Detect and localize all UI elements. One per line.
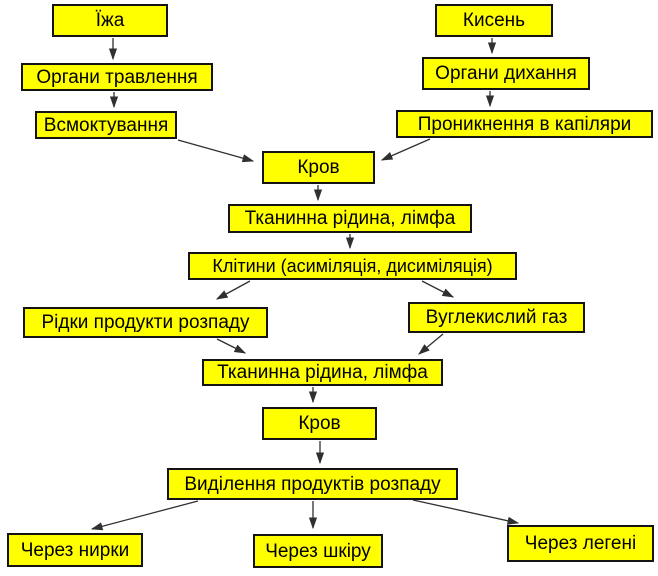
- node-via-lungs-label: Через легені: [524, 533, 637, 554]
- node-tissue-fluid-2-label: Тканинна рідина, лімфа: [217, 362, 428, 383]
- node-absorption-label: Всмоктування: [43, 114, 169, 136]
- node-cells: Клітини (асиміляція, дисиміляція): [188, 252, 517, 280]
- arrow-cells-to-carbon-dioxide: [421, 280, 455, 298]
- node-food: Їжа: [52, 4, 168, 37]
- node-respiratory-organs-label: Органи дихання: [435, 63, 577, 84]
- arrow-liquid-decay-products-to-tissue-fluid-2: [216, 338, 247, 354]
- node-blood-2: Кров: [262, 407, 377, 440]
- node-blood-1: Кров: [262, 151, 375, 184]
- node-absorption: Всмоктування: [35, 111, 177, 139]
- node-tissue-fluid-1: Тканинна рідина, лімфа: [228, 204, 472, 233]
- node-via-skin-label: Через шкіру: [265, 540, 371, 562]
- node-carbon-dioxide: Вуглекислий газ: [408, 302, 585, 333]
- node-liquid-decay-products-label: Рідки продукти розпаду: [41, 312, 250, 333]
- node-via-lungs: Через легені: [507, 525, 654, 562]
- node-digestive-organs: Органи травлення: [21, 63, 213, 91]
- arrow-cells-to-liquid-decay-products: [215, 280, 251, 300]
- node-oxygen-label: Кисень: [462, 10, 526, 31]
- node-food-label: Їжа: [95, 10, 125, 31]
- node-capillary-penetration-label: Проникнення в капіляри: [417, 113, 632, 135]
- node-excretion-label: Виділення продуктів розпаду: [184, 473, 441, 495]
- arrow-absorption-to-blood-1: [177, 139, 255, 163]
- node-excretion: Виділення продуктів розпаду: [167, 468, 458, 500]
- node-via-kidneys-label: Через нирки: [20, 539, 130, 561]
- node-blood-1-label: Кров: [297, 157, 340, 178]
- node-carbon-dioxide-label: Вуглекислий газ: [425, 307, 568, 328]
- node-digestive-organs-label: Органи травлення: [36, 66, 198, 88]
- node-capillary-penetration: Проникнення в капіляри: [396, 110, 653, 138]
- node-via-skin: Через шкіру: [253, 534, 383, 568]
- node-cells-label: Клітини (асиміляція, дисиміляція): [212, 256, 493, 276]
- arrow-excretion-to-via-lungs: [412, 499, 520, 525]
- node-respiratory-organs: Органи дихання: [422, 57, 590, 90]
- arrow-carbon-dioxide-to-tissue-fluid-2: [418, 333, 444, 355]
- node-liquid-decay-products: Рідки продукти розпаду: [23, 307, 268, 338]
- node-blood-2-label: Кров: [298, 413, 341, 434]
- arrow-excretion-to-via-kidneys: [90, 500, 199, 531]
- node-via-kidneys: Через нирки: [7, 533, 143, 567]
- node-tissue-fluid-1-label: Тканинна рідина, лімфа: [244, 208, 456, 229]
- arrow-capillary-penetration-to-blood-1: [380, 138, 431, 161]
- node-tissue-fluid-2: Тканинна рідина, лімфа: [202, 359, 443, 386]
- node-oxygen: Кисень: [435, 4, 553, 37]
